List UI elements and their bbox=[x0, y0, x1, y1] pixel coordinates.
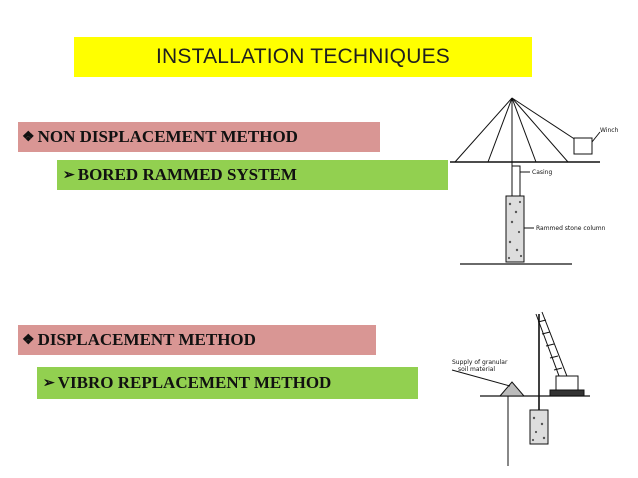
slide-title: INSTALLATION TECHNIQUES bbox=[156, 45, 450, 68]
vibro-replacement-diagram: Supply of granular soil material bbox=[451, 311, 590, 466]
label-winch: Winch bbox=[600, 127, 619, 134]
section-heading-non-displacement: ❖ NON DISPLACEMENT METHOD bbox=[18, 122, 380, 152]
item-text: VIBRO REPLACEMENT METHOD bbox=[57, 373, 332, 392]
section-heading-displacement: ❖ DISPLACEMENT METHOD bbox=[18, 325, 376, 355]
label-supply-line1: Supply of granular bbox=[452, 359, 508, 366]
diamond-bullet-icon: ❖ bbox=[22, 129, 35, 145]
bored-rammed-diagram: Winch Casing Rammed stone column bbox=[450, 97, 619, 265]
item-text: BORED RAMMED SYSTEM bbox=[77, 165, 297, 184]
label-casing: Casing bbox=[532, 169, 552, 176]
diamond-bullet-icon: ❖ bbox=[22, 332, 35, 348]
item-bored-rammed: ➢ BORED RAMMED SYSTEM bbox=[57, 160, 448, 190]
heading-text: NON DISPLACEMENT METHOD bbox=[37, 127, 298, 146]
arrow-bullet-icon: ➢ bbox=[43, 375, 55, 391]
arrow-bullet-icon: ➢ bbox=[63, 167, 75, 183]
item-vibro-replacement: ➢ VIBRO REPLACEMENT METHOD bbox=[37, 367, 418, 399]
label-supply-line2: soil material bbox=[458, 366, 495, 373]
heading-text: DISPLACEMENT METHOD bbox=[37, 330, 256, 349]
label-rammed-column: Rammed stone column bbox=[536, 225, 606, 232]
title-bar: INSTALLATION TECHNIQUES bbox=[74, 37, 532, 77]
